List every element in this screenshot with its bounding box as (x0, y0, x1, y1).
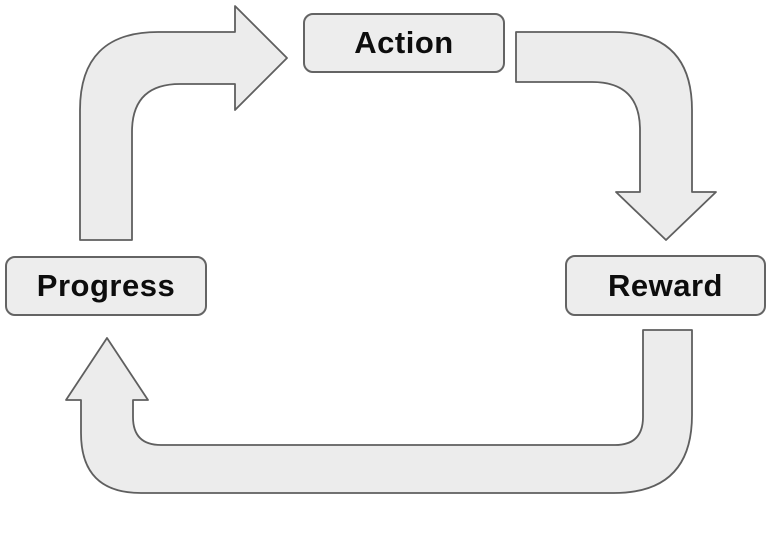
arrow-progress-to-action (79, 5, 288, 241)
arrow-action-to-reward (515, 31, 717, 241)
node-reward-label: Reward (608, 267, 723, 303)
node-progress: Progress (5, 256, 207, 316)
node-action-label: Action (354, 25, 454, 60)
node-progress-label: Progress (36, 268, 176, 303)
node-reward: Reward (565, 255, 766, 316)
node-action: Action (303, 13, 505, 73)
arrow-reward-to-progress (65, 329, 693, 494)
